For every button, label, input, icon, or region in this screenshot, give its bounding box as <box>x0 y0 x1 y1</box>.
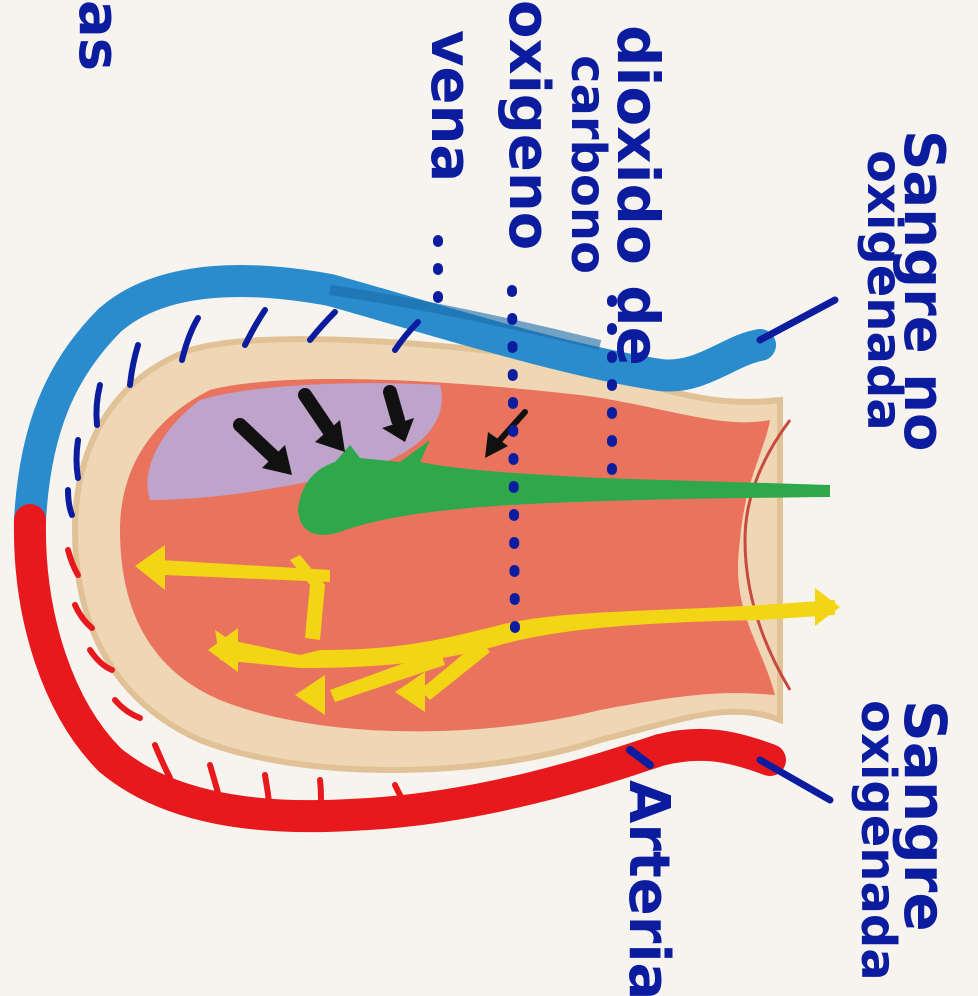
vein-capillary <box>96 385 100 425</box>
label-oxygen: oxigeno <box>496 0 561 250</box>
label-co2-line2: carbono <box>560 55 616 274</box>
artery-capillary <box>320 780 321 815</box>
label-vein: vena <box>418 30 483 182</box>
label-deox-line2: oxigenada <box>856 150 912 431</box>
vein-capillary <box>77 440 79 478</box>
label-artery: Arteria <box>616 780 681 996</box>
label-ox-line2: oxigenada <box>850 700 906 981</box>
label-top-partial: as <box>66 0 131 71</box>
co2-arrow-3 <box>390 392 398 420</box>
